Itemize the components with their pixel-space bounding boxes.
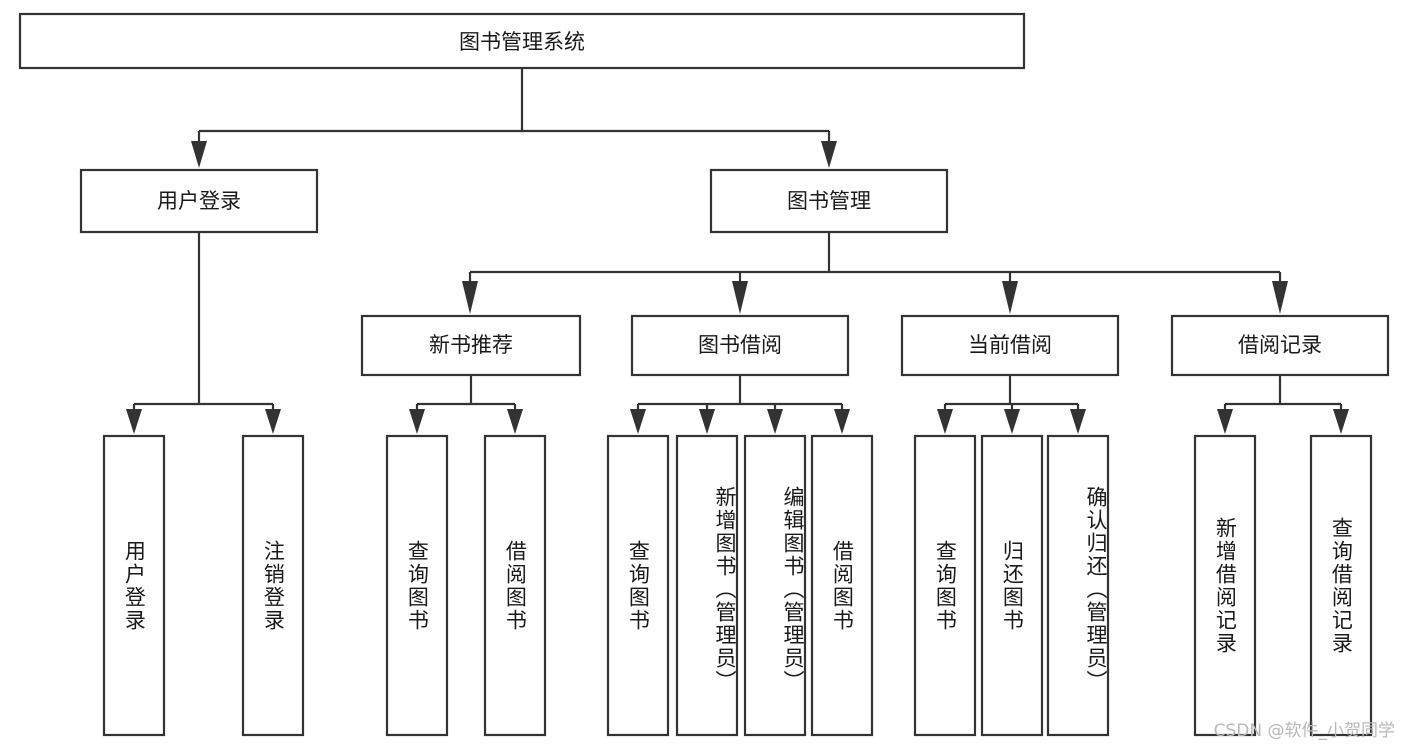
arrow-head-leaf-confirm-return — [1070, 409, 1086, 434]
node-leaf-query-book-1-rect[interactable] — [385, 434, 449, 737]
arrow-head-borrow-record — [1272, 281, 1288, 314]
connector-group-user-login-to-leaves — [126, 232, 281, 434]
connector-group-borrow-record-to-leaves — [1217, 375, 1349, 434]
node-leaf-borrow-book-2-rect[interactable] — [810, 434, 874, 737]
node-root-rect[interactable] — [18, 12, 1026, 70]
node-borrow-record-rect[interactable] — [1170, 314, 1390, 377]
node-leaf-return-book-rect[interactable] — [980, 434, 1044, 737]
arrow-head-leaf-return-book — [1004, 409, 1020, 434]
arrow-head-leaf-query-book-3 — [937, 409, 953, 434]
node-root-label: 图书管理系统 — [459, 30, 585, 54]
node-leaf-user-login-rect[interactable] — [102, 434, 166, 737]
arrow-head-new-book — [462, 281, 478, 314]
arrow-head-current-borrow — [1002, 281, 1018, 314]
node-borrow-record[interactable]: 借阅记录 — [1170, 314, 1390, 377]
arrow-head-book-borrow — [732, 281, 748, 314]
arrow-head-leaf-add-record — [1217, 409, 1233, 434]
node-new-book-recommend-label: 新书推荐 — [429, 333, 513, 357]
node-leaf-add-book-rect[interactable] — [675, 434, 739, 737]
node-leaf-query-book-3-rect[interactable] — [913, 434, 977, 737]
node-book-manage-label: 图书管理 — [787, 189, 871, 213]
node-book-borrow-label: 图书借阅 — [698, 333, 782, 357]
connector-group-current-borrow-to-leaves — [937, 375, 1086, 434]
node-leaf-add-record-rect[interactable] — [1193, 434, 1257, 737]
node-leaf-edit-book-rect[interactable] — [743, 434, 807, 737]
node-user-login-rect[interactable] — [79, 168, 319, 234]
arrow-head-leaf-query-book-2 — [630, 409, 646, 434]
node-new-book-recommend[interactable]: 新书推荐 — [360, 314, 582, 377]
node-new-book-recommend-rect[interactable] — [360, 314, 582, 377]
node-book-manage-rect[interactable] — [709, 168, 949, 234]
arrow-head-leaf-borrow-book-1 — [507, 409, 523, 434]
node-leaf-user-logout-rect[interactable] — [241, 434, 305, 737]
node-user-login[interactable]: 用户登录 — [79, 168, 319, 234]
arrow-head-leaf-user-logout — [265, 409, 281, 434]
connector-group-book-borrow-to-leaves — [630, 375, 850, 434]
connector-group-book-manage-to-level3 — [462, 232, 1288, 314]
csdn-watermark: CSDN @软件_小贺同学 — [1213, 721, 1395, 741]
connector-group-root-to-level2 — [191, 68, 837, 168]
node-leaf-query-book-2-rect[interactable] — [606, 434, 670, 737]
node-borrow-record-label: 借阅记录 — [1238, 333, 1322, 357]
node-leaf-query-record-rect[interactable] — [1309, 434, 1373, 737]
arrow-head-user-login — [191, 141, 207, 168]
node-current-borrow-label: 当前借阅 — [968, 333, 1052, 357]
arrow-head-leaf-borrow-book-2 — [834, 409, 850, 434]
node-leaf-borrow-book-1-rect[interactable] — [483, 434, 547, 737]
arrow-head-leaf-query-book-1 — [409, 409, 425, 434]
connector-group-new-book-to-leaves — [409, 375, 523, 434]
node-book-borrow[interactable]: 图书借阅 — [630, 314, 850, 377]
node-book-manage[interactable]: 图书管理 — [709, 168, 949, 234]
node-current-borrow-rect[interactable] — [900, 314, 1120, 377]
node-leaf-confirm-return-rect[interactable] — [1046, 434, 1110, 737]
arrow-head-leaf-add-book — [699, 409, 715, 434]
arrow-head-leaf-edit-book — [767, 409, 783, 434]
arrow-head-book-manage — [821, 141, 837, 168]
node-root[interactable]: 图书管理系统 — [18, 12, 1026, 70]
node-book-borrow-rect[interactable] — [630, 314, 850, 377]
arrow-head-leaf-user-login — [126, 409, 142, 434]
node-user-login-label: 用户登录 — [157, 189, 241, 213]
arrow-head-leaf-query-record — [1333, 409, 1349, 434]
node-current-borrow[interactable]: 当前借阅 — [900, 314, 1120, 377]
